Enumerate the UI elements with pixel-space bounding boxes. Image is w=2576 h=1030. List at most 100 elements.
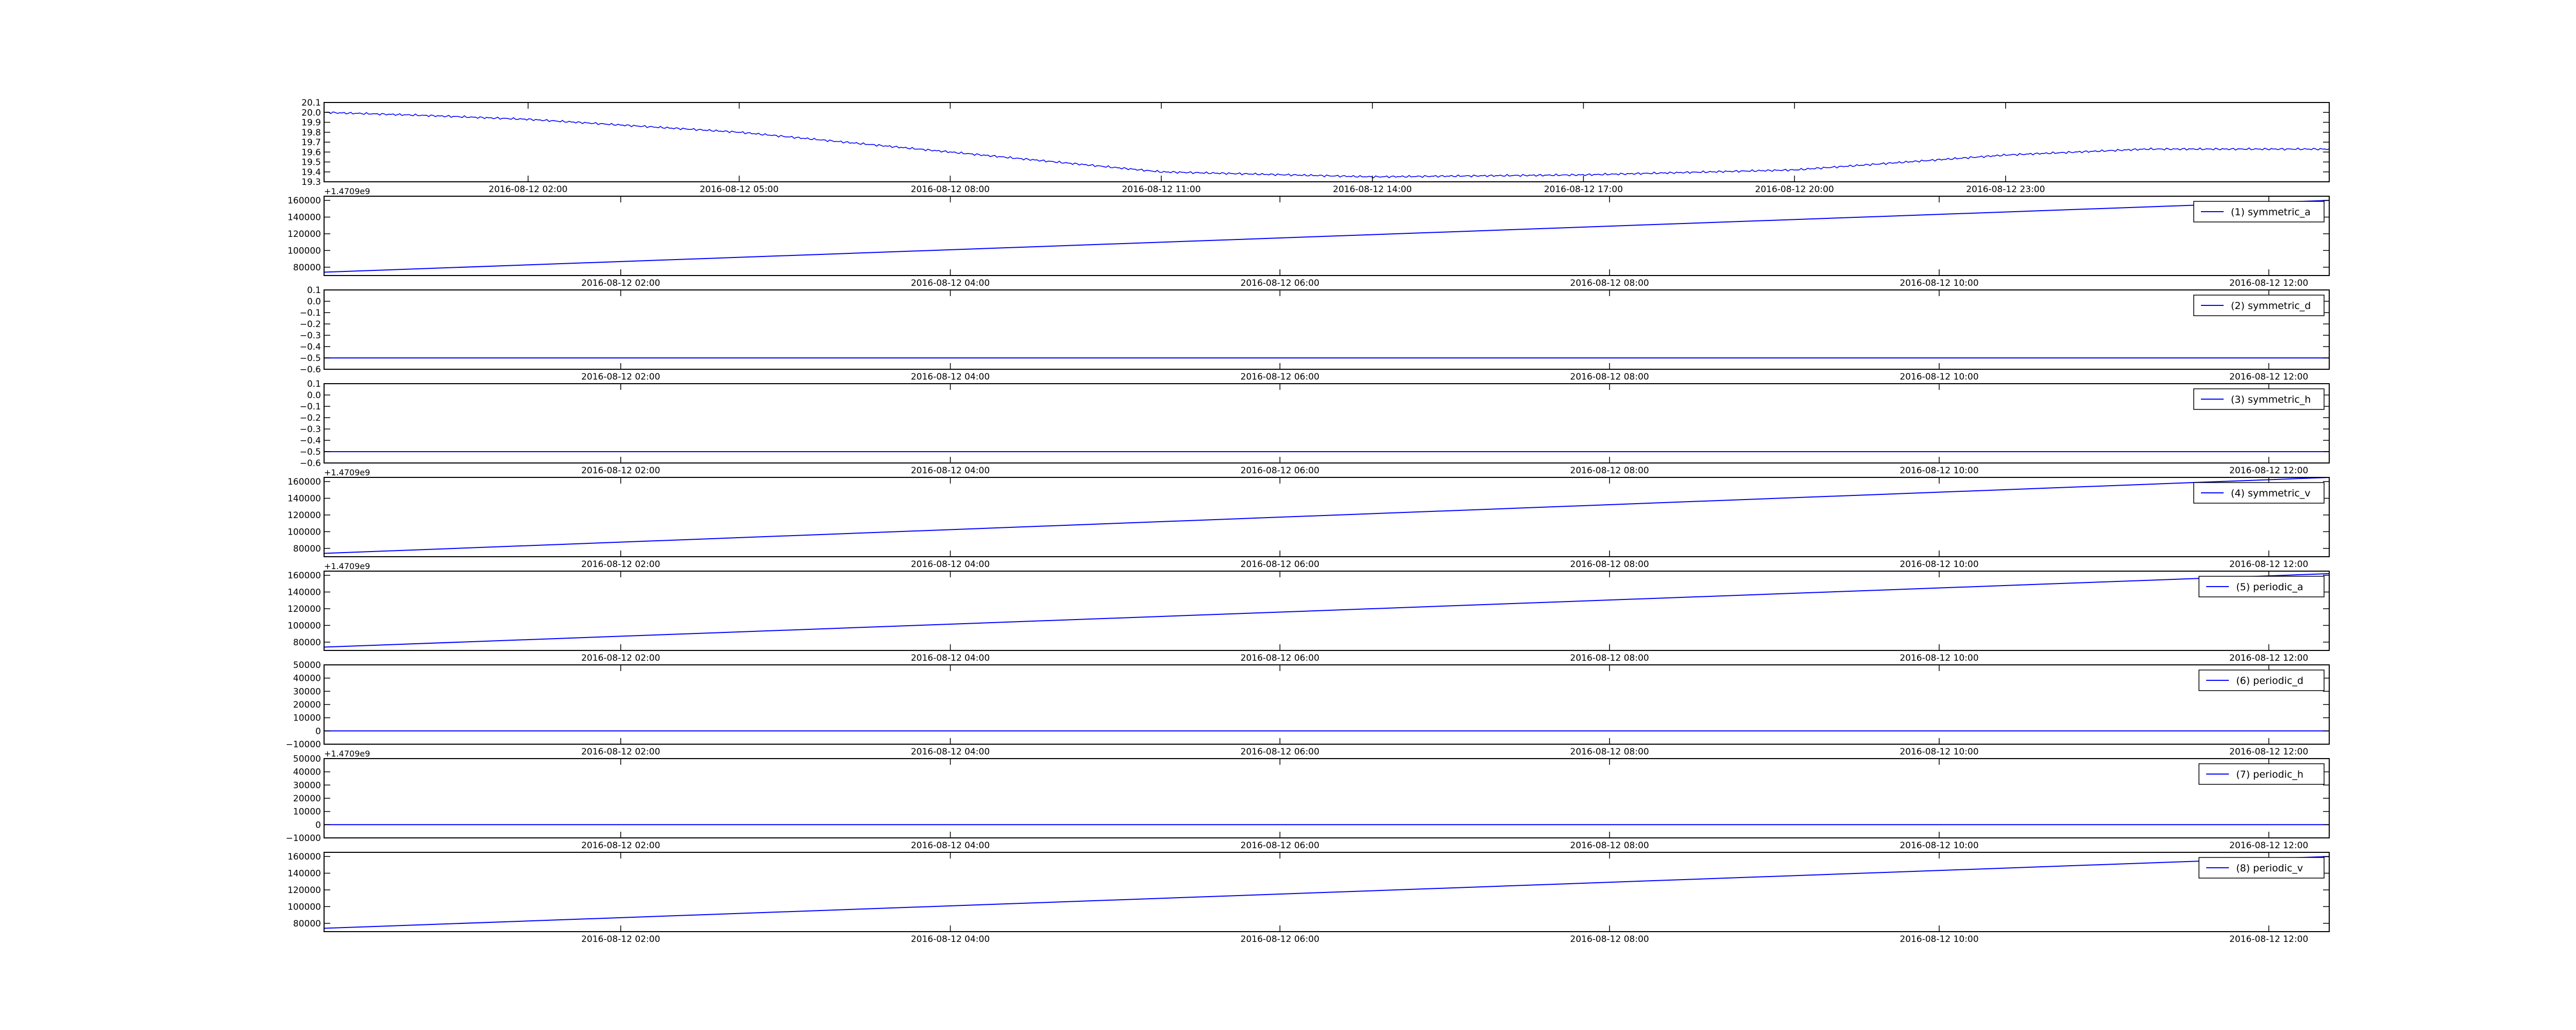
subplot-7-xtick-label: 2016-08-12 06:00 xyxy=(1241,747,1319,757)
subplot-3-ytick-label: −0.5 xyxy=(300,353,321,364)
subplot-3-xtick-label: 2016-08-12 04:00 xyxy=(911,372,990,382)
subplot-4-ytick-label: −0.4 xyxy=(300,436,321,446)
subplot-2-axes-frame xyxy=(324,196,2330,276)
subplot-6-xtick-label: 2016-08-12 02:00 xyxy=(581,653,660,663)
subplot-6-axes-frame xyxy=(324,571,2330,651)
subplot-1-xtick-label: 2016-08-12 11:00 xyxy=(1122,184,1200,195)
subplot-2-xtick-label: 2016-08-12 06:00 xyxy=(1241,278,1319,288)
subplot-3-xtick-label: 2016-08-12 10:00 xyxy=(1900,372,1978,382)
subplot-7-ytick-label: 50000 xyxy=(293,660,321,671)
subplot-3-xtick-label: 2016-08-12 08:00 xyxy=(1570,372,1649,382)
subplot-3-ytick-label: −0.3 xyxy=(300,331,321,341)
subplot-9-xtick-label: 2016-08-12 06:00 xyxy=(1241,934,1319,945)
subplot-7-ytick-label: 40000 xyxy=(293,674,321,684)
subplot-1-xtick-label: 2016-08-12 20:00 xyxy=(1755,184,1834,195)
subplot-5-ytick-label: 140000 xyxy=(287,494,321,504)
subplot-4-ytick-label: −0.3 xyxy=(300,424,321,435)
subplot-1-ytick-label: 20.1 xyxy=(301,98,321,108)
subplot-1-ytick-label: 20.0 xyxy=(301,108,321,118)
subplot-2-ytick-label: 140000 xyxy=(287,213,321,223)
subplot-2-xtick-label: 2016-08-12 02:00 xyxy=(581,278,660,288)
subplot-2-series-line xyxy=(324,200,2330,273)
subplot-7-xtick-label: 2016-08-12 12:00 xyxy=(2229,747,2308,757)
subplot-5-xtick-label: 2016-08-12 04:00 xyxy=(911,559,990,570)
subplot-9-xtick-label: 2016-08-12 02:00 xyxy=(581,934,660,945)
subplot-1-xtick-label: 2016-08-12 14:00 xyxy=(1333,184,1412,195)
subplot-3-ytick-label: −0.1 xyxy=(300,308,321,318)
subplot-2-xtick-label: 2016-08-12 08:00 xyxy=(1570,278,1649,288)
subplot-9-xtick-label: 2016-08-12 04:00 xyxy=(911,934,990,945)
subplot-2-legend-label: (1) symmetric_a xyxy=(2231,207,2311,218)
subplot-8-ytick-label: 20000 xyxy=(293,794,321,804)
subplot-2-ytick-label: 120000 xyxy=(287,229,321,239)
subplot-9-legend-label: (8) periodic_v xyxy=(2236,863,2303,874)
subplot-8-xtick-label: 2016-08-12 06:00 xyxy=(1241,840,1319,851)
subplot-4-ytick-label: 0.0 xyxy=(307,390,321,401)
subplot-1-ytick-label: 19.9 xyxy=(301,118,321,128)
subplot-3-ytick-label: 0.1 xyxy=(307,285,321,296)
subplot-1-ytick-label: 19.7 xyxy=(301,138,321,148)
subplot-3-xtick-label: 2016-08-12 12:00 xyxy=(2229,372,2308,382)
subplot-8-ytick-label: −10000 xyxy=(286,833,321,844)
subplot-7-ytick-label: 30000 xyxy=(293,686,321,697)
subplot-9-series-line xyxy=(324,856,2330,929)
subplot-8-ytick-label: 30000 xyxy=(293,780,321,791)
subplot-4-xtick-label: 2016-08-12 08:00 xyxy=(1570,466,1649,476)
subplot-1-ytick-label: 19.4 xyxy=(301,167,321,178)
subplot-5-ytick-label: 100000 xyxy=(287,527,321,537)
subplot-1-ytick-label: 19.3 xyxy=(301,177,321,187)
subplot-3-ytick-label: −0.4 xyxy=(300,342,321,352)
subplot-6-xtick-label: 2016-08-12 12:00 xyxy=(2229,653,2308,663)
subplot-1-axes-frame xyxy=(324,102,2330,182)
subplot-2-ytick-label: 100000 xyxy=(287,246,321,256)
subplot-6-ytick-label: 80000 xyxy=(293,638,321,648)
subplot-6-xtick-label: 2016-08-12 06:00 xyxy=(1241,653,1319,663)
subplot-4-xtick-label: 2016-08-12 02:00 xyxy=(581,466,660,476)
subplot-4-xtick-label: 2016-08-12 10:00 xyxy=(1900,466,1978,476)
subplot-5-xtick-label: 2016-08-12 08:00 xyxy=(1570,559,1649,570)
subplot-7-axes-frame xyxy=(324,664,2330,745)
subplot-4-xtick-label: 2016-08-12 12:00 xyxy=(2229,466,2308,476)
subplot-4-xtick-label: 2016-08-12 04:00 xyxy=(911,466,990,476)
subplot-6-series-line xyxy=(324,573,2330,648)
subplot-7-ytick-label: 20000 xyxy=(293,700,321,710)
subplot-4-ytick-label: −0.1 xyxy=(300,402,321,412)
subplot-6-ytick-label: 140000 xyxy=(287,588,321,598)
subplot-6-offset-text: +1.4709e9 xyxy=(324,561,370,571)
subplot-1-ytick-label: 19.6 xyxy=(301,147,321,158)
subplot-7-xtick-label: 2016-08-12 10:00 xyxy=(1900,747,1978,757)
subplot-5-xtick-label: 2016-08-12 12:00 xyxy=(2229,559,2308,570)
subplot-8-axes-frame xyxy=(324,758,2330,838)
subplot-8-offset-text: +1.4709e9 xyxy=(324,749,370,759)
subplot-6-ytick-label: 100000 xyxy=(287,621,321,631)
subplot-5-axes-frame xyxy=(324,477,2330,557)
subplot-9-ytick-label: 80000 xyxy=(293,919,321,929)
subplot-8-xtick-label: 2016-08-12 12:00 xyxy=(2229,840,2308,851)
subplot-3-xtick-label: 2016-08-12 06:00 xyxy=(1241,372,1319,382)
subplot-7-ytick-label: −10000 xyxy=(286,740,321,750)
subplot-4-xtick-label: 2016-08-12 06:00 xyxy=(1241,466,1319,476)
subplot-8-xtick-label: 2016-08-12 04:00 xyxy=(911,840,990,851)
subplot-9-xtick-label: 2016-08-12 12:00 xyxy=(2229,934,2308,945)
subplot-1-ytick-label: 19.5 xyxy=(301,158,321,168)
subplot-8-legend-label: (7) periodic_h xyxy=(2236,769,2303,780)
subplot-8-xtick-label: 2016-08-12 02:00 xyxy=(581,840,660,851)
subplot-1-xtick-label: 2016-08-12 08:00 xyxy=(911,184,990,195)
subplot-1-xtick-label: 2016-08-12 05:00 xyxy=(700,184,778,195)
subplot-4-axes-frame xyxy=(324,383,2330,464)
subplot-6-xtick-label: 2016-08-12 04:00 xyxy=(911,653,990,663)
subplot-8-ytick-label: 10000 xyxy=(293,807,321,817)
subplot-9-ytick-label: 140000 xyxy=(287,869,321,879)
subplot-5-series-line xyxy=(324,477,2330,554)
subplot-1-xtick-label: 2016-08-12 23:00 xyxy=(1966,184,2045,195)
subplot-6-xtick-label: 2016-08-12 08:00 xyxy=(1570,653,1649,663)
subplot-3-ytick-label: 0.0 xyxy=(307,297,321,307)
subplot-5-ytick-label: 160000 xyxy=(287,477,321,487)
subplot-4-ytick-label: −0.5 xyxy=(300,447,321,457)
subplot-9-xtick-label: 2016-08-12 10:00 xyxy=(1900,934,1978,945)
subplot-1-series-line xyxy=(324,111,2330,179)
subplot-6-legend-label: (5) periodic_a xyxy=(2236,581,2303,593)
subplot-3-ytick-label: −0.2 xyxy=(300,319,321,330)
subplot-5-ytick-label: 120000 xyxy=(287,510,321,521)
